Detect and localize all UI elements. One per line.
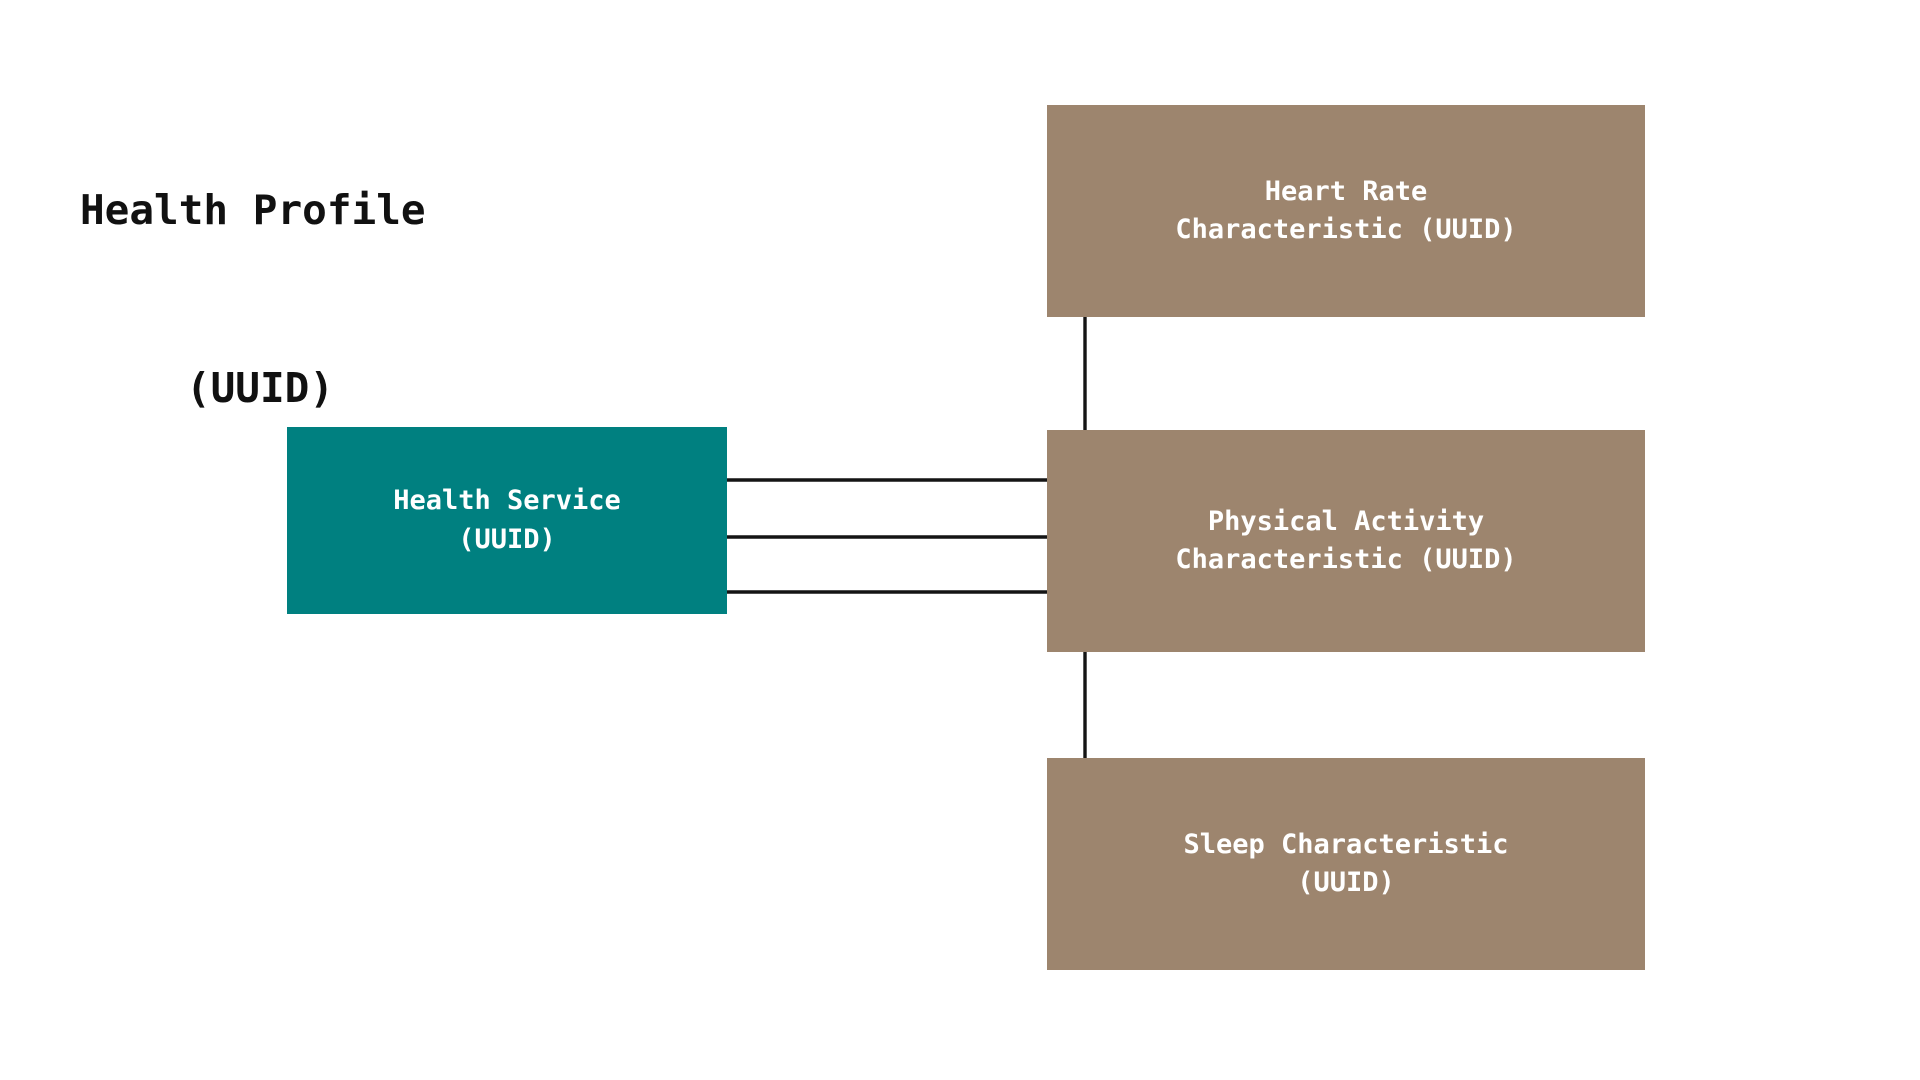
page-title: Health Profile (UUID) (80, 62, 500, 538)
page-title-line-1: Health Profile (80, 185, 426, 234)
node-health-service-label: Health Service (UUID) (393, 485, 621, 555)
node-heart-rate-characteristic-label: Heart Rate Characteristic (UUID) (1175, 175, 1517, 245)
node-physical-activity-characteristic[interactable]: Physical Activity Characteristic (UUID) (1047, 430, 1645, 652)
node-health-service[interactable]: Health Service (UUID) (287, 427, 727, 614)
page-title-line-2: (UUID) (185, 364, 335, 413)
node-heart-rate-characteristic[interactable]: Heart Rate Characteristic (UUID) (1047, 105, 1645, 317)
node-physical-activity-characteristic-label: Physical Activity Characteristic (UUID) (1175, 505, 1517, 575)
node-sleep-characteristic[interactable]: Sleep Characteristic (UUID) (1047, 758, 1645, 970)
node-sleep-characteristic-label: Sleep Characteristic (UUID) (1183, 828, 1509, 898)
connector-to-sleep (727, 590, 1087, 866)
connector-to-heart-rate (727, 209, 1087, 482)
